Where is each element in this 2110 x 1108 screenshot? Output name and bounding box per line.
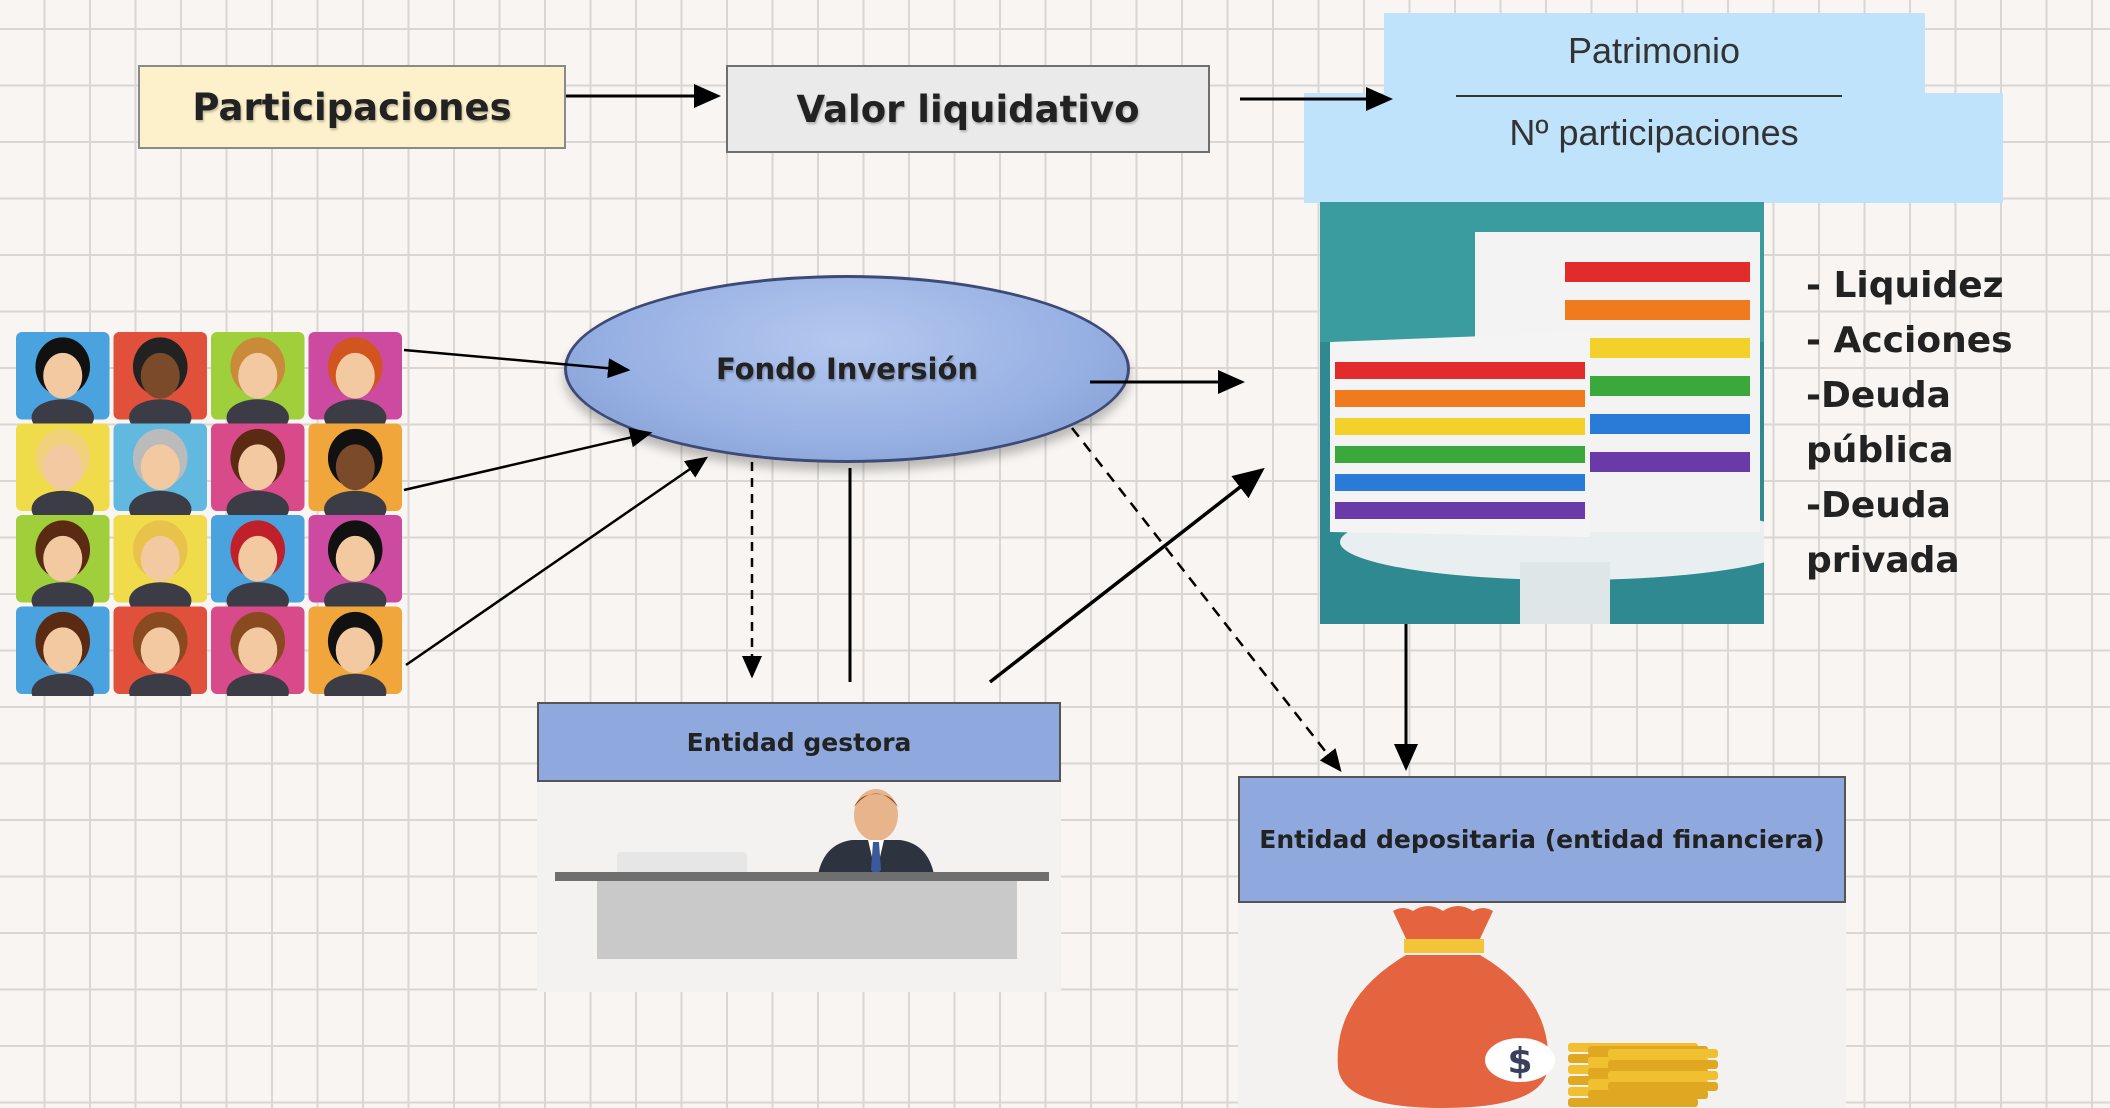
people-avatars-grid xyxy=(16,332,402,696)
arrow-fondo-to-depositaria-dashed xyxy=(1071,427,1342,772)
avatar-7 xyxy=(211,423,305,528)
entidad-depositaria-box: Entidad depositaria (entidad financiera) xyxy=(1238,776,1846,903)
avatar-6 xyxy=(113,423,207,528)
avatar-12 xyxy=(308,515,402,619)
office-desk-person-icon xyxy=(537,782,1061,992)
avatar-14 xyxy=(113,606,207,696)
formula-background-top xyxy=(1384,13,1925,93)
participaciones-label: Participaciones xyxy=(192,85,512,129)
asset-item-liquidez: - Liquidez xyxy=(1806,265,2004,306)
avatar-5 xyxy=(16,423,110,528)
fondo-inversion-ellipse: Fondo Inversión xyxy=(564,275,1130,463)
avatar-11 xyxy=(211,515,305,619)
money-bag-icon: $ xyxy=(1238,903,1846,1108)
avatar-13 xyxy=(16,606,110,696)
fraction-bar xyxy=(1456,95,1842,97)
avatar-10 xyxy=(113,515,207,619)
avatar-16 xyxy=(308,606,402,696)
participaciones-box: Participaciones xyxy=(138,65,566,149)
avatar-9 xyxy=(16,515,110,619)
valor-liquidativo-label: Valor liquidativo xyxy=(796,87,1140,131)
dollar-sign: $ xyxy=(1507,1041,1532,1082)
valor-liquidativo-box: Valor liquidativo xyxy=(726,65,1210,153)
arrow-gestora-to-cake xyxy=(988,467,1265,684)
avatar-3 xyxy=(211,332,305,436)
formula-numerator: Patrimonio xyxy=(1567,30,1741,71)
asset-item-acciones: - Acciones xyxy=(1806,320,2013,361)
asset-list: - Liquidez - Acciones -Deuda pública -De… xyxy=(1806,258,2110,588)
fondo-inversion-label: Fondo Inversión xyxy=(715,352,979,386)
avatar-15 xyxy=(211,606,305,696)
asset-item-deuda-publica: -Deuda pública xyxy=(1806,375,1954,471)
avatar-2 xyxy=(113,332,207,436)
arrow-people-to-fondo-3 xyxy=(405,456,709,667)
entidad-gestora-label: Entidad gestora xyxy=(686,727,912,757)
avatar-4 xyxy=(308,332,402,436)
asset-item-deuda-privada: -Deuda privada xyxy=(1806,485,1960,581)
formula-denominator: Nº participaciones xyxy=(1509,112,1799,153)
entidad-depositaria-label: Entidad depositaria (entidad financiera) xyxy=(1259,825,1825,854)
avatar-8 xyxy=(308,423,402,528)
cake-image xyxy=(1320,202,1764,624)
formula-background-bottom xyxy=(1304,93,2003,203)
arrow-people-to-fondo-2 xyxy=(403,427,653,492)
avatar-1 xyxy=(16,332,110,436)
entidad-gestora-box: Entidad gestora xyxy=(537,702,1061,782)
